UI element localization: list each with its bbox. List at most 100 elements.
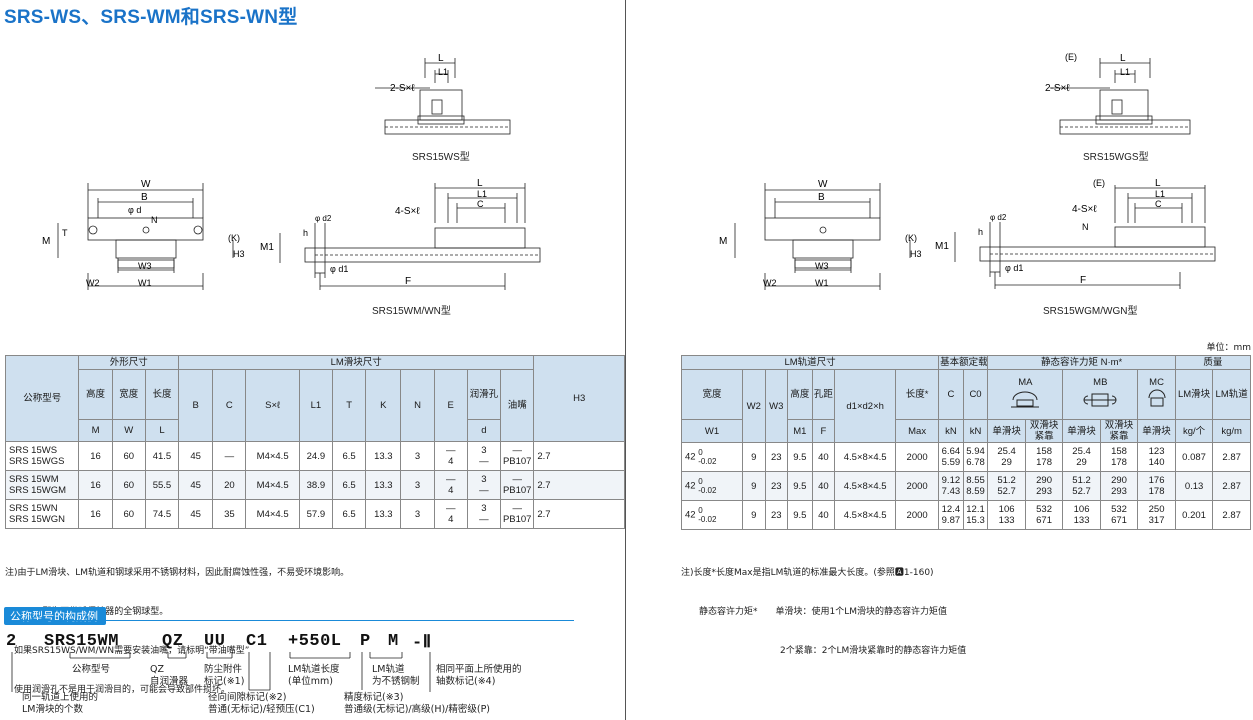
dim-l-g: L bbox=[1120, 53, 1126, 64]
hdr-block-mass: LM滑块 bbox=[1174, 369, 1214, 420]
dim-w1-r: W1 bbox=[815, 278, 829, 288]
dim-h: h bbox=[303, 228, 308, 238]
hdr-w3: W3 bbox=[764, 369, 789, 443]
dim-2sxl: 2-S×ℓ bbox=[390, 83, 415, 94]
cell-nipple: —PB107 bbox=[500, 441, 535, 471]
cell-block-mass: 0.201 bbox=[1174, 500, 1214, 530]
label-ii: 相同平面上所使用的 轴数标记(※4) bbox=[436, 664, 522, 687]
cell-ma-double-top: 158 bbox=[1036, 446, 1052, 457]
cell-k: 13.3 bbox=[365, 470, 402, 500]
part-length: +550L bbox=[288, 632, 342, 651]
cell-w: 60 bbox=[111, 499, 146, 529]
hdr-l: L bbox=[144, 419, 180, 442]
note-left-3: 如果SRS15WS/WM/WN需要安装油嘴，请标明“带油嘴型” bbox=[5, 646, 250, 656]
cell-k: 13.3 bbox=[365, 499, 402, 529]
cell-dd: 4.5×8×4.5 bbox=[834, 471, 897, 501]
srs15wgm-end-view: W B M (K) H3 W3 W2 W1 bbox=[719, 179, 922, 290]
dim-w: W bbox=[141, 179, 151, 190]
cell-nipple-top: — bbox=[512, 445, 522, 456]
cell-b: 45 bbox=[178, 470, 214, 500]
cell-w2: 9 bbox=[742, 471, 766, 501]
cell-mb-double-top: 158 bbox=[1111, 446, 1127, 457]
cell-block-mass: 0.087 bbox=[1174, 442, 1214, 472]
cell-nipple-top: — bbox=[512, 503, 522, 514]
cell-c-rating-top: 12.4 bbox=[941, 504, 961, 515]
cell-l1: 24.9 bbox=[298, 441, 334, 471]
srs15wgs-drawing: (E) 2-S×ℓ L L1 bbox=[1045, 52, 1191, 135]
cell-sxl: M4×4.5 bbox=[245, 499, 300, 529]
dim-l1-side-r: L1 bbox=[1155, 189, 1165, 199]
cell-mb-double-bottom: 671 bbox=[1111, 515, 1127, 526]
cell-w: 60 bbox=[111, 470, 146, 500]
mc-label: MC bbox=[1149, 376, 1164, 388]
cell-c0-rating-bottom: 15.3 bbox=[966, 515, 985, 526]
model-secondary: SRS 15WGS bbox=[9, 456, 65, 467]
cell-d: 3— bbox=[466, 470, 502, 500]
hdr-max: Max bbox=[895, 419, 940, 443]
dim-n-r: N bbox=[1082, 222, 1089, 232]
dim-4sxl: 4-S×ℓ bbox=[395, 206, 420, 217]
cell-m1: 9.5 bbox=[787, 500, 813, 530]
cell-ma-single-bottom: 52.7 bbox=[997, 486, 1016, 497]
hdr-mc: MC bbox=[1137, 369, 1176, 420]
cell-block-mass: 0.13 bbox=[1174, 471, 1214, 501]
cell-nipple: —PB107 bbox=[500, 470, 535, 500]
hdr-rail-width: 宽度 bbox=[680, 369, 744, 420]
cell-d-top: 3 bbox=[481, 445, 487, 456]
cell-mb-double-bottom: 178 bbox=[1111, 457, 1127, 468]
hdr-rail-len: 长度* bbox=[895, 369, 940, 420]
cell-max: 2000 bbox=[895, 500, 940, 530]
cell-mb-single-bottom: 133 bbox=[1073, 515, 1090, 526]
hdr-c: C bbox=[212, 369, 247, 442]
cell-mb-single-top: 51.2 bbox=[1072, 475, 1091, 486]
dim-t: T bbox=[62, 228, 68, 238]
hdr-m: M bbox=[78, 419, 113, 442]
hdr-lm-rail: LM轨道尺寸 bbox=[680, 355, 940, 370]
model-primary: SRS 15WN bbox=[9, 503, 58, 514]
w1-base: 42 bbox=[685, 451, 696, 463]
part-m: M bbox=[388, 632, 399, 651]
caption-srs15ws: SRS15WS型 bbox=[412, 152, 470, 163]
cell-nipple-bottom: PB107 bbox=[502, 514, 532, 525]
hdr-outer: 外形尺寸 bbox=[78, 355, 180, 370]
cell-c-rating-top: 9.12 bbox=[941, 475, 961, 486]
cell-c-rating-bottom: 5.59 bbox=[941, 457, 961, 468]
w1-tol-lower: -0.02 bbox=[698, 457, 717, 466]
cell-ma-single-top: 51.2 bbox=[997, 475, 1016, 486]
hdr-nipple: 油嘴 bbox=[500, 369, 535, 442]
cell-t: 6.5 bbox=[331, 441, 367, 471]
unit-label: 单位：mm bbox=[1206, 343, 1251, 353]
label-p: 精度标记(※3) 普通级(无标记)/高级(H)/精密级(P) bbox=[344, 692, 491, 715]
hdr-m1: M1 bbox=[787, 419, 813, 443]
cell-ma-single-bottom: 29 bbox=[1001, 457, 1012, 468]
note-right-1: 注)长度*长度Max是指LM轨道的标准最大长度。(参照🅰1-160) bbox=[681, 568, 934, 578]
cell-nipple-bottom: PB107 bbox=[502, 456, 532, 467]
cell-mc-single-top: 176 bbox=[1148, 475, 1165, 486]
cell-w1: 42 0-0.02 bbox=[680, 442, 744, 472]
w1-tol: 0-0.02 bbox=[698, 506, 716, 524]
cell-d-bottom: — bbox=[479, 485, 489, 496]
cell-ma-double-bottom: 178 bbox=[1036, 457, 1052, 468]
srs15wgm-side-view: (E) L L1 C 4-S×ℓ N φ d2 h M1 φ d1 F bbox=[935, 178, 1216, 289]
cell-mc-single-bottom: 140 bbox=[1148, 457, 1165, 468]
cell-d-top: 3 bbox=[481, 503, 487, 514]
w1-tol: 0-0.02 bbox=[698, 448, 716, 466]
cell-nipple-bottom: PB107 bbox=[502, 485, 532, 496]
mb-label: MB bbox=[1093, 376, 1108, 388]
cell-c-rating-bottom: 9.87 bbox=[941, 515, 961, 526]
cell-mb-double-top: 532 bbox=[1111, 504, 1127, 515]
cell-mc-single-bottom: 317 bbox=[1148, 515, 1165, 526]
note-right-3: 2个紧靠：2个LM滑块紧靠时的静态容许力矩值 bbox=[681, 646, 967, 656]
hdr-lm-block: LM滑块尺寸 bbox=[178, 355, 535, 370]
hdr-mb: MB bbox=[1062, 369, 1139, 420]
